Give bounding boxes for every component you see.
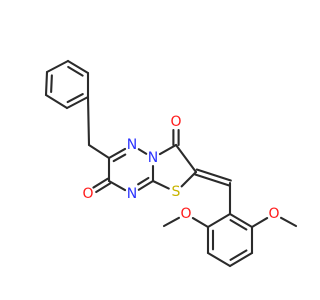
bond-C8a-N8-b: [137, 176, 150, 186]
atom-label-o-o7: O: [82, 186, 93, 202]
bond-N8-C7: [107, 179, 127, 192]
bond-r1-r2: [206, 212, 232, 229]
bond-Om2-Me2: [279, 216, 298, 228]
bond-r6-r1-b: [229, 219, 248, 231]
bond-r4-r5-b: [229, 249, 248, 261]
bond-b5-b6-a: [65, 95, 90, 110]
bond-r6-r1-a: [228, 212, 254, 229]
bond-S1-C8a: [151, 179, 170, 190]
bond-b6-b1: [44, 93, 69, 110]
bond-r6-Om2: [250, 217, 269, 229]
bond-b3-b4-b: [67, 65, 84, 77]
bond-b5-bCH2: [86, 95, 91, 147]
bond-C8a-N8-a: [137, 179, 155, 191]
bond-b2-b3: [45, 59, 70, 74]
bond-C2-S1: [180, 170, 198, 188]
atom-label-o-o3: O: [170, 114, 181, 130]
atom-label-n-n5: N: [127, 137, 137, 153]
bond-b1-b2-a: [44, 70, 49, 97]
bond-N5-N4: [137, 148, 148, 155]
bond-r2-Om1: [191, 217, 210, 229]
bond-C6-N5-b: [112, 153, 127, 163]
bond-C7-O7-b: [95, 182, 112, 194]
bonds-layer: [44, 59, 298, 268]
atom-label-n-n8: N: [127, 186, 137, 202]
bond-C6-N5-a: [107, 147, 127, 160]
atom-label-o-om1: O: [180, 206, 191, 222]
bond-r3-r4: [206, 251, 232, 268]
atom-label-n-n4: N: [148, 150, 158, 166]
bond-C7-O7-a: [92, 177, 109, 189]
bond-N4-C3: [158, 143, 178, 156]
bond-C2-CH-a: [194, 173, 231, 187]
atom-label-s-s1: S: [172, 184, 181, 200]
bond-b1-b2-b: [50, 74, 53, 94]
bond-r4-r5-a: [228, 251, 254, 268]
bond-bCH2-C6: [87, 143, 111, 160]
bond-C2-CH-b: [195, 168, 232, 182]
bond-C3-C2: [174, 143, 198, 174]
bond-b5-b6-b: [66, 93, 84, 104]
atom-label-o-om2: O: [268, 206, 279, 222]
bond-b3-b4-a: [66, 59, 90, 75]
bond-Om1-Me1: [162, 216, 181, 228]
